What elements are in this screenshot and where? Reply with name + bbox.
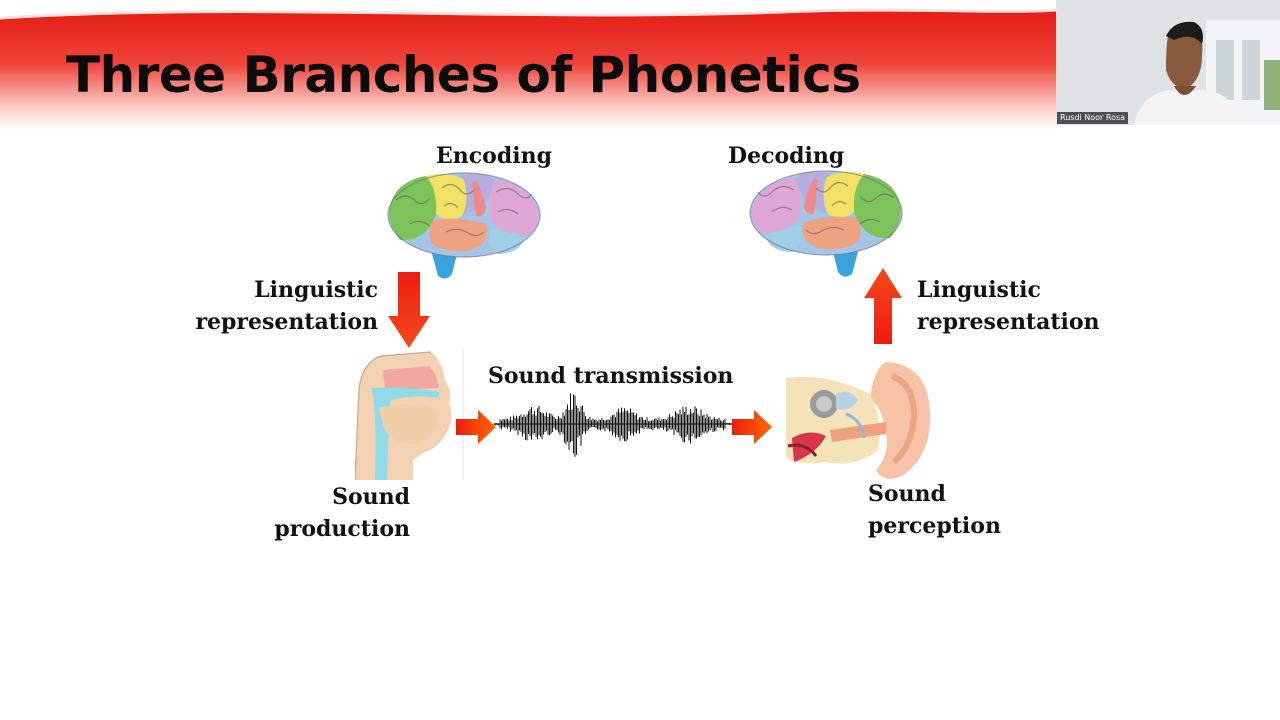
encoding-label: Encoding bbox=[436, 143, 552, 169]
right-arrow-icon bbox=[456, 410, 496, 444]
up-arrow-icon bbox=[864, 268, 902, 344]
linguistic-representation-left-line2: representation bbox=[195, 309, 378, 335]
slide-title: Three Branches of Phonetics bbox=[66, 46, 861, 104]
sound-transmission-label: Sound transmission bbox=[488, 363, 734, 389]
decoding-label: Decoding bbox=[728, 143, 845, 169]
down-arrow-icon bbox=[388, 272, 430, 348]
title-banner bbox=[0, 8, 1057, 130]
ear-anatomy-icon bbox=[786, 362, 931, 479]
participant-video-feed bbox=[1056, 0, 1280, 125]
encoding-brain-icon bbox=[387, 172, 541, 279]
linguistic-representation-right-line1: Linguistic bbox=[917, 277, 1041, 303]
participant-name: Rusdi Noor Rosa bbox=[1057, 112, 1129, 124]
participant-video-tile[interactable]: Rusdi Noor Rosa bbox=[1056, 0, 1280, 125]
linguistic-representation-left-line1: Linguistic bbox=[254, 277, 378, 303]
linguistic-representation-right-line2: representation bbox=[917, 309, 1100, 335]
right-arrow-icon bbox=[732, 410, 772, 444]
sound-production-line2: production bbox=[274, 516, 410, 542]
sound-waveform-icon bbox=[494, 393, 734, 457]
sound-production-line1: Sound bbox=[332, 484, 410, 510]
decoding-brain-icon bbox=[749, 170, 903, 277]
sound-perception-line1: Sound bbox=[868, 481, 946, 507]
sound-perception-line2: perception bbox=[868, 513, 1001, 539]
vocal-tract-icon bbox=[355, 348, 464, 480]
